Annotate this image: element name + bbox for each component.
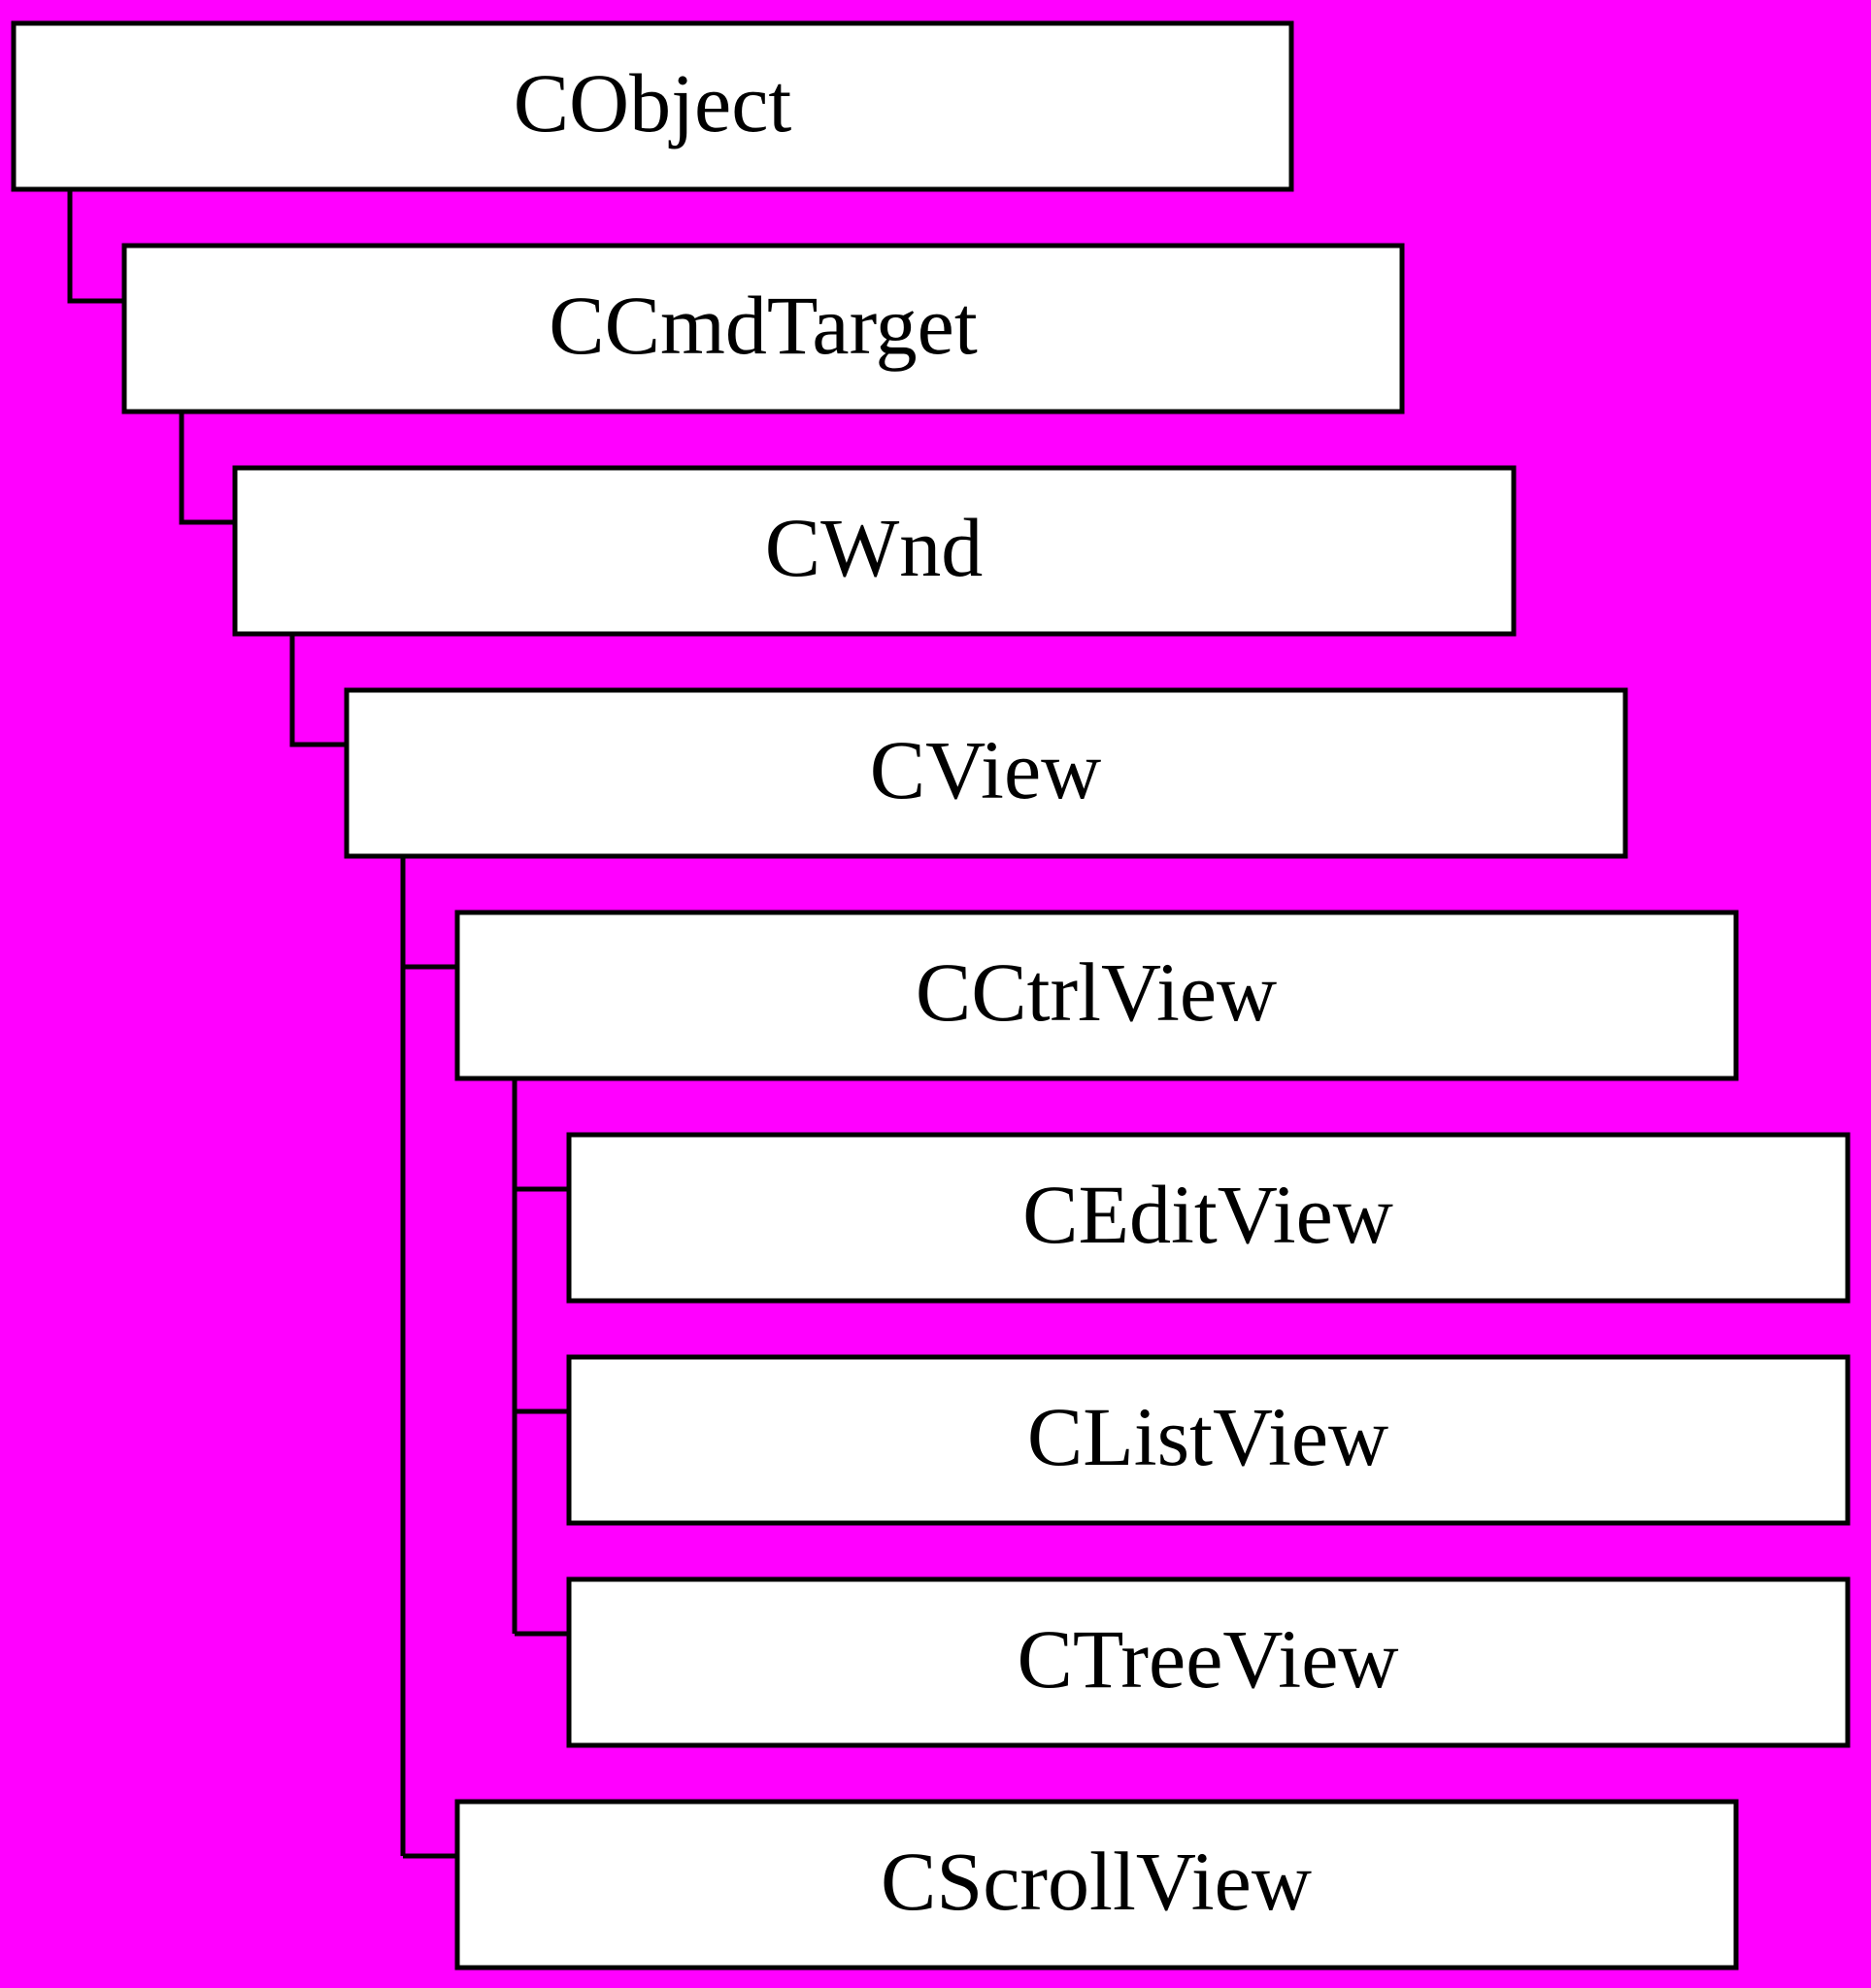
class-box-ceditview: CEditView bbox=[566, 1132, 1851, 1304]
class-box-cobject: CObject bbox=[11, 20, 1294, 192]
class-label-cobject: CObject bbox=[514, 56, 792, 149]
connector-cobject-ccmdtarget bbox=[67, 189, 124, 304]
class-label-cview: CView bbox=[870, 723, 1101, 816]
class-box-clistview: CListView bbox=[566, 1354, 1851, 1526]
connector-ccmdtarget-cwnd bbox=[179, 412, 235, 525]
class-box-ccmdtarget: CCmdTarget bbox=[121, 243, 1405, 414]
class-label-cctrlview: CCtrlView bbox=[916, 945, 1277, 1039]
class-box-ctreeview: CTreeView bbox=[566, 1576, 1851, 1748]
class-box-cview: CView bbox=[344, 687, 1628, 859]
class-label-ctreeview: CTreeView bbox=[1018, 1612, 1399, 1706]
class-label-ccmdtarget: CCmdTarget bbox=[549, 279, 978, 372]
class-label-cscrollview: CScrollView bbox=[881, 1835, 1312, 1928]
class-box-cscrollview: CScrollView bbox=[454, 1799, 1739, 1971]
class-box-cctrlview: CCtrlView bbox=[454, 910, 1739, 1081]
class-label-cwnd: CWnd bbox=[765, 501, 984, 594]
connector-cwnd-cview bbox=[289, 634, 347, 747]
class-box-cwnd: CWnd bbox=[232, 465, 1517, 637]
class-label-ceditview: CEditView bbox=[1022, 1168, 1393, 1261]
class-label-clistview: CListView bbox=[1027, 1390, 1388, 1483]
